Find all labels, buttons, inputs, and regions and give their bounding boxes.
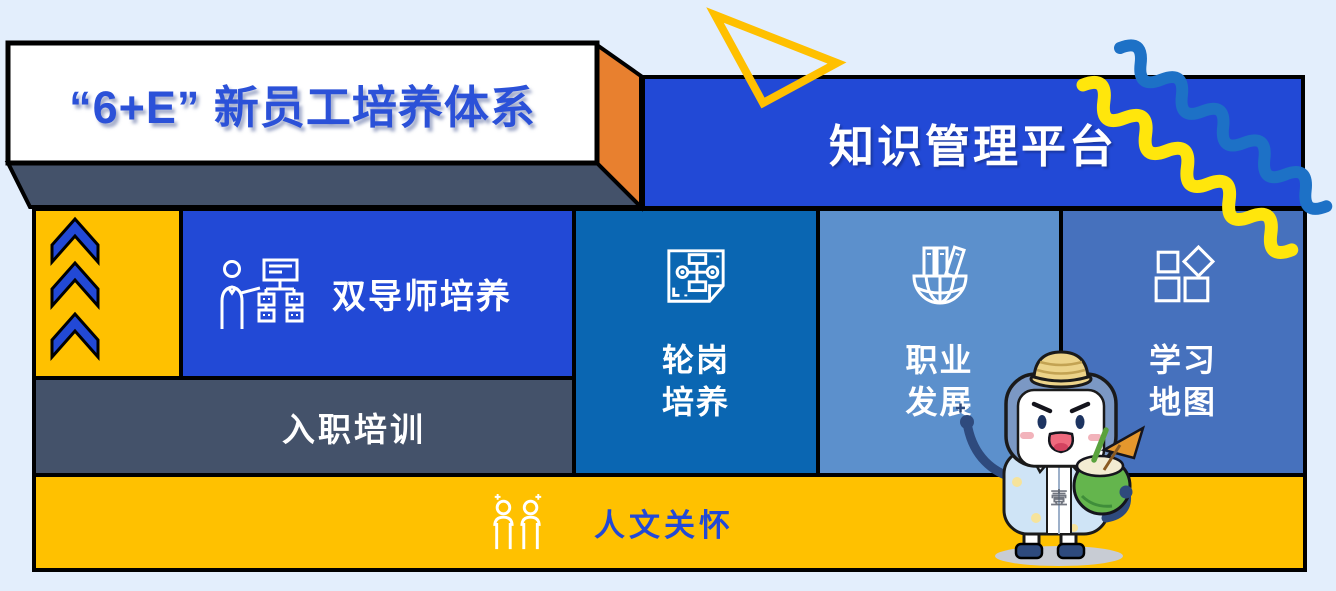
- cell-learning-map: 学习 地图: [1063, 211, 1303, 473]
- title-box-bottom-face: [4, 161, 648, 209]
- cell-humanistic-care: 人文关怀: [36, 477, 1303, 568]
- cell-job-rotation: 轮岗 培养: [576, 211, 816, 473]
- job-rotation-label: 轮岗 培养: [661, 342, 730, 421]
- learning-map-label: 学习 地图: [1148, 342, 1217, 421]
- chevron-cell: [36, 211, 179, 376]
- org-chart-presenter-icon: [220, 258, 304, 329]
- title-box-side-face: [595, 41, 643, 212]
- flowchart-document-icon: [667, 249, 725, 303]
- dual-mentor-label: 双导师培养: [332, 278, 512, 316]
- cell-career-development: 职业 发展: [820, 211, 1059, 473]
- knowledge-platform-label: 知识管理平台: [828, 121, 1117, 172]
- training-system-grid: 双导师培养 入职培训: [32, 207, 1307, 572]
- page-title: “6+E” 新员工培养体系: [69, 81, 536, 133]
- two-people-icon: [493, 493, 542, 549]
- knowledge-platform-banner: 知识管理平台: [641, 75, 1305, 210]
- grid-squares-diamond-icon: [1154, 245, 1215, 303]
- books-on-globe-icon: [911, 245, 968, 305]
- career-development-label: 职业 发展: [905, 342, 974, 421]
- triple-up-chevron-icon: [50, 216, 100, 361]
- cell-dual-mentor: 双导师培养: [183, 211, 572, 376]
- onboarding-label: 入职培训: [282, 410, 426, 448]
- humanistic-care-label: 人文关怀: [594, 508, 734, 543]
- cell-onboarding-training: 入职培训: [36, 380, 572, 473]
